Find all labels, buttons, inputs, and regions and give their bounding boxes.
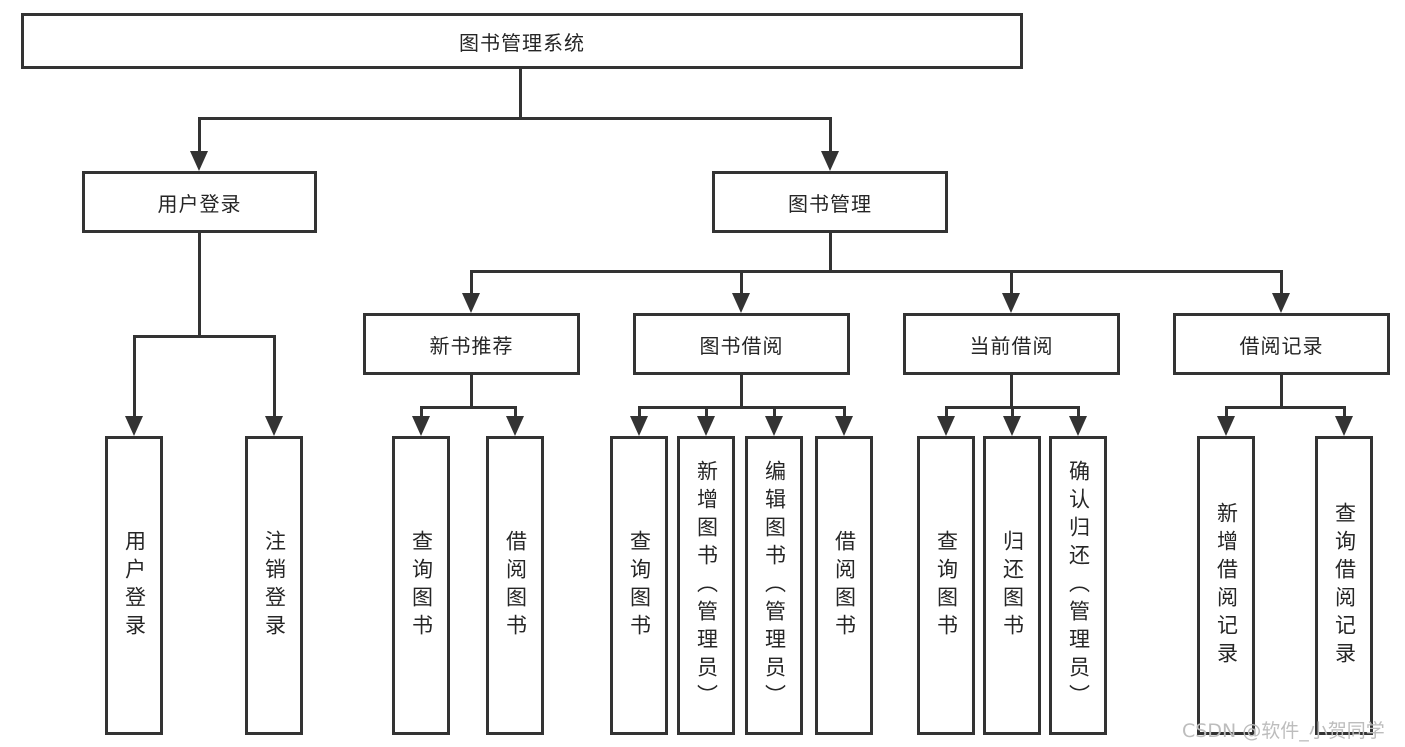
leaf-add-borrow-record: 新增借阅记录 [1197, 436, 1255, 735]
node-book-management: 图书管理 [712, 171, 948, 233]
leaf-edit-book-admin: 编辑图书（管理员） [745, 436, 803, 735]
connector-stub [638, 406, 641, 418]
connector-stub [705, 406, 708, 418]
arrowhead-book-borrow [732, 293, 750, 313]
connector-root-hline [198, 117, 831, 120]
connector-to-borrow-records [1280, 270, 1283, 295]
leaf-confirm-return-admin: 确认归还（管理员） [1049, 436, 1107, 735]
connector-root-stub [519, 69, 522, 119]
arrowhead-leaf [1217, 416, 1235, 436]
connector-stub [773, 406, 776, 418]
arrowhead-leaf-logout [265, 416, 283, 436]
leaf-borrow-books-2: 借阅图书 [815, 436, 873, 735]
arrowhead-leaf [1335, 416, 1353, 436]
leaf-query-books-1: 查询图书 [392, 436, 450, 735]
node-borrow-records: 借阅记录 [1173, 313, 1390, 375]
connector-stub [1225, 406, 1228, 418]
connector-to-new-book [470, 270, 473, 295]
node-root: 图书管理系统 [21, 13, 1023, 69]
connector-borrow-records-hline [1225, 406, 1346, 409]
connector-to-book-borrow [740, 270, 743, 295]
node-current-borrow: 当前借阅 [903, 313, 1120, 375]
connector-stub [1077, 406, 1080, 418]
connector-stub [1343, 406, 1346, 418]
arrowhead-leaf [765, 416, 783, 436]
arrowhead-leaf [506, 416, 524, 436]
leaf-add-book-admin: 新增图书（管理员） [677, 436, 735, 735]
connector-new-book-hline [420, 406, 517, 409]
leaf-borrow-books-1: 借阅图书 [486, 436, 544, 735]
connector-to-user-login [198, 117, 201, 153]
leaf-query-books-3: 查询图书 [917, 436, 975, 735]
connector-stub [420, 406, 423, 418]
arrowhead-leaf [835, 416, 853, 436]
arrowhead-leaf-user-login [125, 416, 143, 436]
arrowhead-leaf [697, 416, 715, 436]
connector-stub [514, 406, 517, 418]
arrowhead-new-book [462, 293, 480, 313]
leaf-user-login: 用户登录 [105, 436, 163, 735]
leaf-query-books-2: 查询图书 [610, 436, 668, 735]
arrowhead-leaf [630, 416, 648, 436]
leaf-return-book: 归还图书 [983, 436, 1041, 735]
connector-stub [843, 406, 846, 418]
arrowhead-leaf [412, 416, 430, 436]
node-new-book-recommend: 新书推荐 [363, 313, 580, 375]
node-user-login-branch: 用户登录 [82, 171, 317, 233]
connector-book-borrow-hline [638, 406, 845, 409]
connector-book-borrow-stub [740, 375, 743, 409]
arrowhead-leaf [1069, 416, 1087, 436]
connector-to-book-management [829, 117, 832, 153]
connector-to-current-borrow [1010, 270, 1013, 295]
leaf-logout-login: 注销登录 [245, 436, 303, 735]
connector-to-leaf-user-login [133, 335, 136, 418]
connector-book-mgmt-stub [829, 233, 832, 272]
connector-current-borrow-stub [1010, 375, 1013, 409]
connector-to-leaf-logout [273, 335, 276, 418]
connector-user-login-hline [133, 335, 276, 338]
arrowhead-book-management [821, 151, 839, 171]
leaf-query-borrow-record: 查询借阅记录 [1315, 436, 1373, 735]
arrowhead-leaf [937, 416, 955, 436]
arrowhead-leaf [1003, 416, 1021, 436]
connector-borrow-records-stub [1280, 375, 1283, 409]
arrowhead-borrow-records [1272, 293, 1290, 313]
connector-stub [945, 406, 948, 418]
connector-book-mgmt-hline [470, 270, 1283, 273]
arrowhead-user-login [190, 151, 208, 171]
arrowhead-current-borrow [1002, 293, 1020, 313]
connector-stub [1011, 406, 1014, 418]
connector-user-login-stub [198, 233, 201, 337]
node-book-borrow: 图书借阅 [633, 313, 850, 375]
connector-new-book-stub [470, 375, 473, 409]
